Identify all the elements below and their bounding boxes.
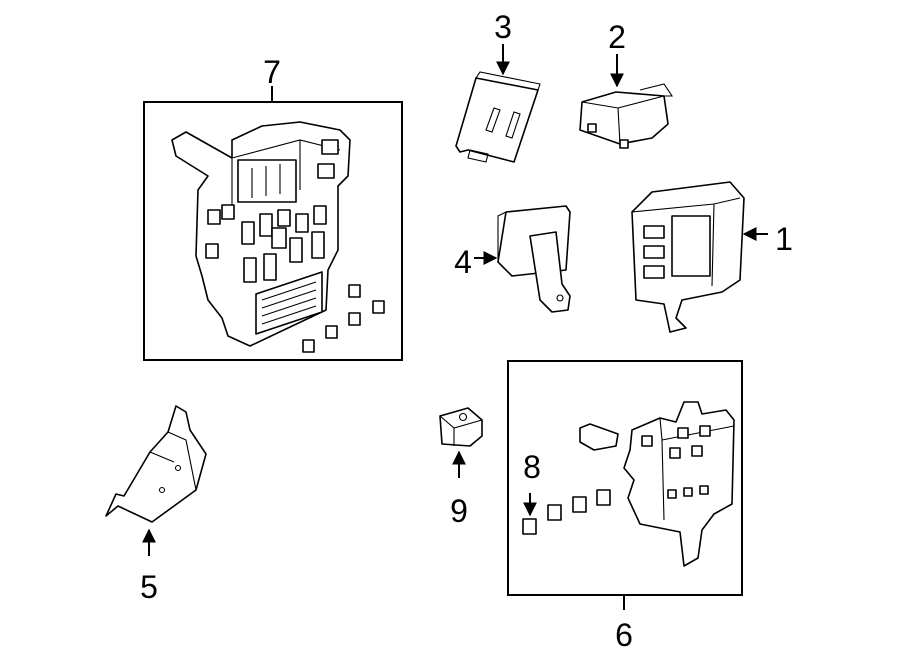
callout-8: 8 (523, 449, 541, 485)
part-6-fuse-box (623, 401, 735, 567)
callout-9: 9 (450, 493, 468, 529)
part-6-connector (579, 423, 619, 451)
callout-1: 1 (775, 221, 793, 257)
part-4-bracket-module[interactable] (474, 205, 571, 313)
callout-4: 4 (454, 244, 472, 280)
callout-5: 5 (140, 569, 158, 605)
callout-7: 7 (263, 54, 281, 90)
part-7-loose-relays (302, 284, 385, 353)
part-8-fuses[interactable] (522, 489, 611, 535)
part-7-fuse-box-assembly[interactable] (143, 86, 403, 361)
part-3-relay-cover[interactable] (455, 44, 541, 163)
part-1-control-unit[interactable] (631, 181, 768, 333)
callout-2: 2 (608, 19, 626, 55)
callout-3: 3 (494, 9, 512, 45)
part-7-fuse-box (171, 121, 351, 347)
part-2-relay-module[interactable] (579, 54, 674, 149)
callout-6: 6 (615, 617, 633, 653)
part-9-relay[interactable] (439, 407, 483, 478)
part-6-fuse-box-assembly[interactable] (507, 360, 743, 610)
part-5-bracket[interactable] (105, 405, 207, 556)
